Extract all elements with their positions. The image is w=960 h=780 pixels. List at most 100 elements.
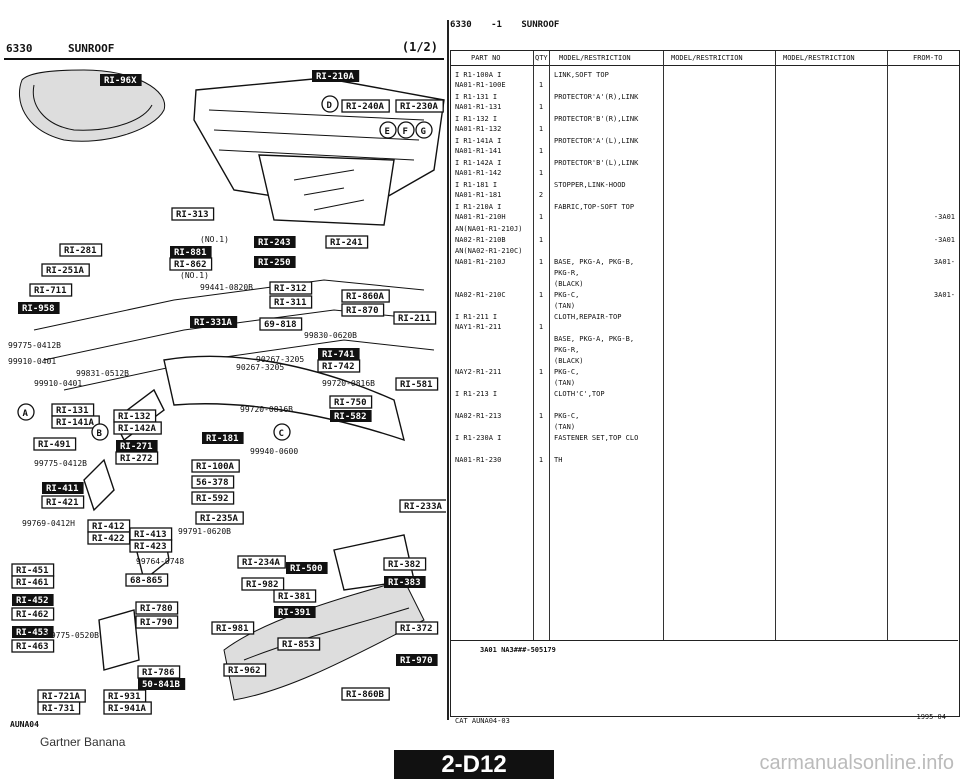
ref-box: RI-311 bbox=[269, 295, 313, 309]
lower-link bbox=[98, 609, 140, 671]
ref-box-label: RI-331A bbox=[194, 318, 233, 328]
ref-box: RI-452 bbox=[12, 594, 54, 606]
seal-inner bbox=[32, 84, 153, 131]
description: LINK,SOFT TOP bbox=[554, 71, 609, 79]
description: PROTECTOR'B'(R),LINK bbox=[554, 115, 639, 123]
quantity: 1 bbox=[538, 125, 544, 133]
ref-box: RI-786 bbox=[137, 665, 181, 679]
ref-box-frame bbox=[274, 606, 316, 618]
ref-box: RI-592 bbox=[191, 491, 235, 505]
ref-box-frame bbox=[51, 415, 100, 429]
ref-box: RI-413 bbox=[129, 527, 173, 541]
ref-number: I R1-211 I bbox=[455, 313, 498, 321]
ref-box-frame bbox=[325, 235, 369, 249]
ref-box-frame bbox=[329, 395, 373, 409]
part-number: NA01-R1-230 bbox=[455, 456, 502, 464]
quantity: 1 bbox=[538, 81, 544, 89]
ref-box-frame bbox=[211, 621, 255, 635]
hinge-plate bbox=[83, 458, 115, 512]
ref-box-label: RI-931 bbox=[108, 692, 141, 702]
trim-edge bbox=[243, 607, 410, 661]
ref-box: RI-853 bbox=[277, 637, 321, 651]
ref-box-label: RI-860A bbox=[346, 292, 385, 302]
ref-box-frame bbox=[269, 281, 313, 295]
ref-box-label: RI-582 bbox=[334, 412, 367, 422]
description: TH bbox=[554, 456, 563, 464]
ref-box: RI-233A bbox=[399, 499, 448, 513]
ref-box-label: RI-853 bbox=[282, 640, 315, 650]
ref-box-frame bbox=[191, 459, 240, 473]
fastener-code: 90267-3205 bbox=[256, 355, 304, 364]
part-number: NA01-R1-132 bbox=[455, 125, 502, 133]
ref-box-label: RI-391 bbox=[278, 608, 311, 618]
note-no1-a: (NO.1) bbox=[200, 235, 229, 244]
fabric-seams bbox=[208, 109, 425, 161]
from-to: -3A01 bbox=[933, 236, 955, 244]
fastener-code: 99769-0412H bbox=[22, 519, 75, 528]
col-divider bbox=[775, 51, 776, 641]
ref-box-frame bbox=[129, 539, 173, 553]
rear-window bbox=[258, 154, 395, 226]
description: PKG-C, bbox=[554, 368, 580, 376]
from-to: 3A01- bbox=[933, 291, 955, 299]
ref-box: RI-860A bbox=[341, 289, 390, 303]
callout-label: D bbox=[327, 101, 333, 111]
ref-box-label: RI-313 bbox=[176, 210, 209, 220]
ref-box-frame bbox=[286, 562, 328, 574]
ref-box-label: RI-132 bbox=[118, 412, 151, 422]
ref-box-label: RI-462 bbox=[16, 610, 49, 620]
ref-number: I R1-141A I bbox=[455, 137, 502, 145]
ref-box: RI-711 bbox=[29, 283, 73, 297]
fastener-code: 99775-0412B bbox=[8, 341, 61, 350]
ref-box: RI-982 bbox=[241, 577, 285, 591]
catalog-code: CAT AUNA04-03 bbox=[455, 717, 510, 725]
ref-box-label: RI-451 bbox=[16, 566, 49, 576]
col-model-2: MODEL/RESTRICTION bbox=[671, 54, 743, 62]
section-code: 6330 bbox=[6, 42, 33, 55]
description: PKG-C, bbox=[554, 291, 580, 299]
ref-box-label: RI-96X bbox=[104, 76, 137, 86]
ref-box-label: RI-250 bbox=[258, 258, 291, 268]
serial-footnote: 3A01 NA3###-505179 bbox=[480, 646, 556, 654]
ref-box-label: RI-453 bbox=[16, 628, 49, 638]
page-indicator: (1/2) bbox=[401, 40, 438, 54]
callout-label: E bbox=[385, 127, 390, 137]
ref-box: RI-423 bbox=[129, 539, 173, 553]
ref-box: RI-243 bbox=[254, 236, 296, 248]
ref-box: RI-962 bbox=[223, 663, 267, 677]
note-no1-b: (NO.1) bbox=[180, 271, 209, 280]
ref-box-frame bbox=[41, 495, 85, 509]
ref-box-frame bbox=[190, 316, 238, 328]
ref-box-frame bbox=[273, 589, 317, 603]
ref-box-frame bbox=[341, 99, 390, 113]
ref-box-frame bbox=[115, 451, 159, 465]
ref-box: RI-131 bbox=[51, 403, 95, 417]
ref-box: RI-453 bbox=[12, 626, 54, 638]
description: BASE, PKG-A, PKG-B, bbox=[554, 258, 635, 266]
col-divider bbox=[887, 51, 888, 641]
fastener-code: 99720-0816B bbox=[240, 405, 293, 414]
ref-box-frame bbox=[237, 555, 286, 569]
catalog-date: 1995-04 bbox=[916, 713, 946, 721]
quantity: 1 bbox=[538, 169, 544, 177]
quantity: 2 bbox=[538, 191, 544, 199]
page-divider bbox=[447, 20, 449, 720]
fastener-code: 99791-0620B bbox=[178, 527, 231, 536]
ref-box: RI-421 bbox=[41, 495, 85, 509]
ref-box: 68-865 bbox=[125, 573, 169, 587]
callout-label: A bbox=[23, 409, 29, 419]
ref-box-frame bbox=[383, 557, 427, 571]
description: PKG-C, bbox=[554, 412, 580, 420]
ref-box-label: RI-461 bbox=[16, 578, 49, 588]
ref-box-label: RI-211 bbox=[398, 314, 431, 324]
description: (TAN) bbox=[554, 379, 576, 387]
ref-box-frame bbox=[341, 289, 390, 303]
ref-box-label: RI-750 bbox=[334, 398, 367, 408]
ref-box: RI-412 bbox=[87, 519, 131, 533]
frame-rod-3 bbox=[63, 339, 435, 391]
quantity: 1 bbox=[538, 258, 544, 266]
description: (TAN) bbox=[554, 302, 576, 310]
ref-box-label: RI-243 bbox=[258, 238, 291, 248]
